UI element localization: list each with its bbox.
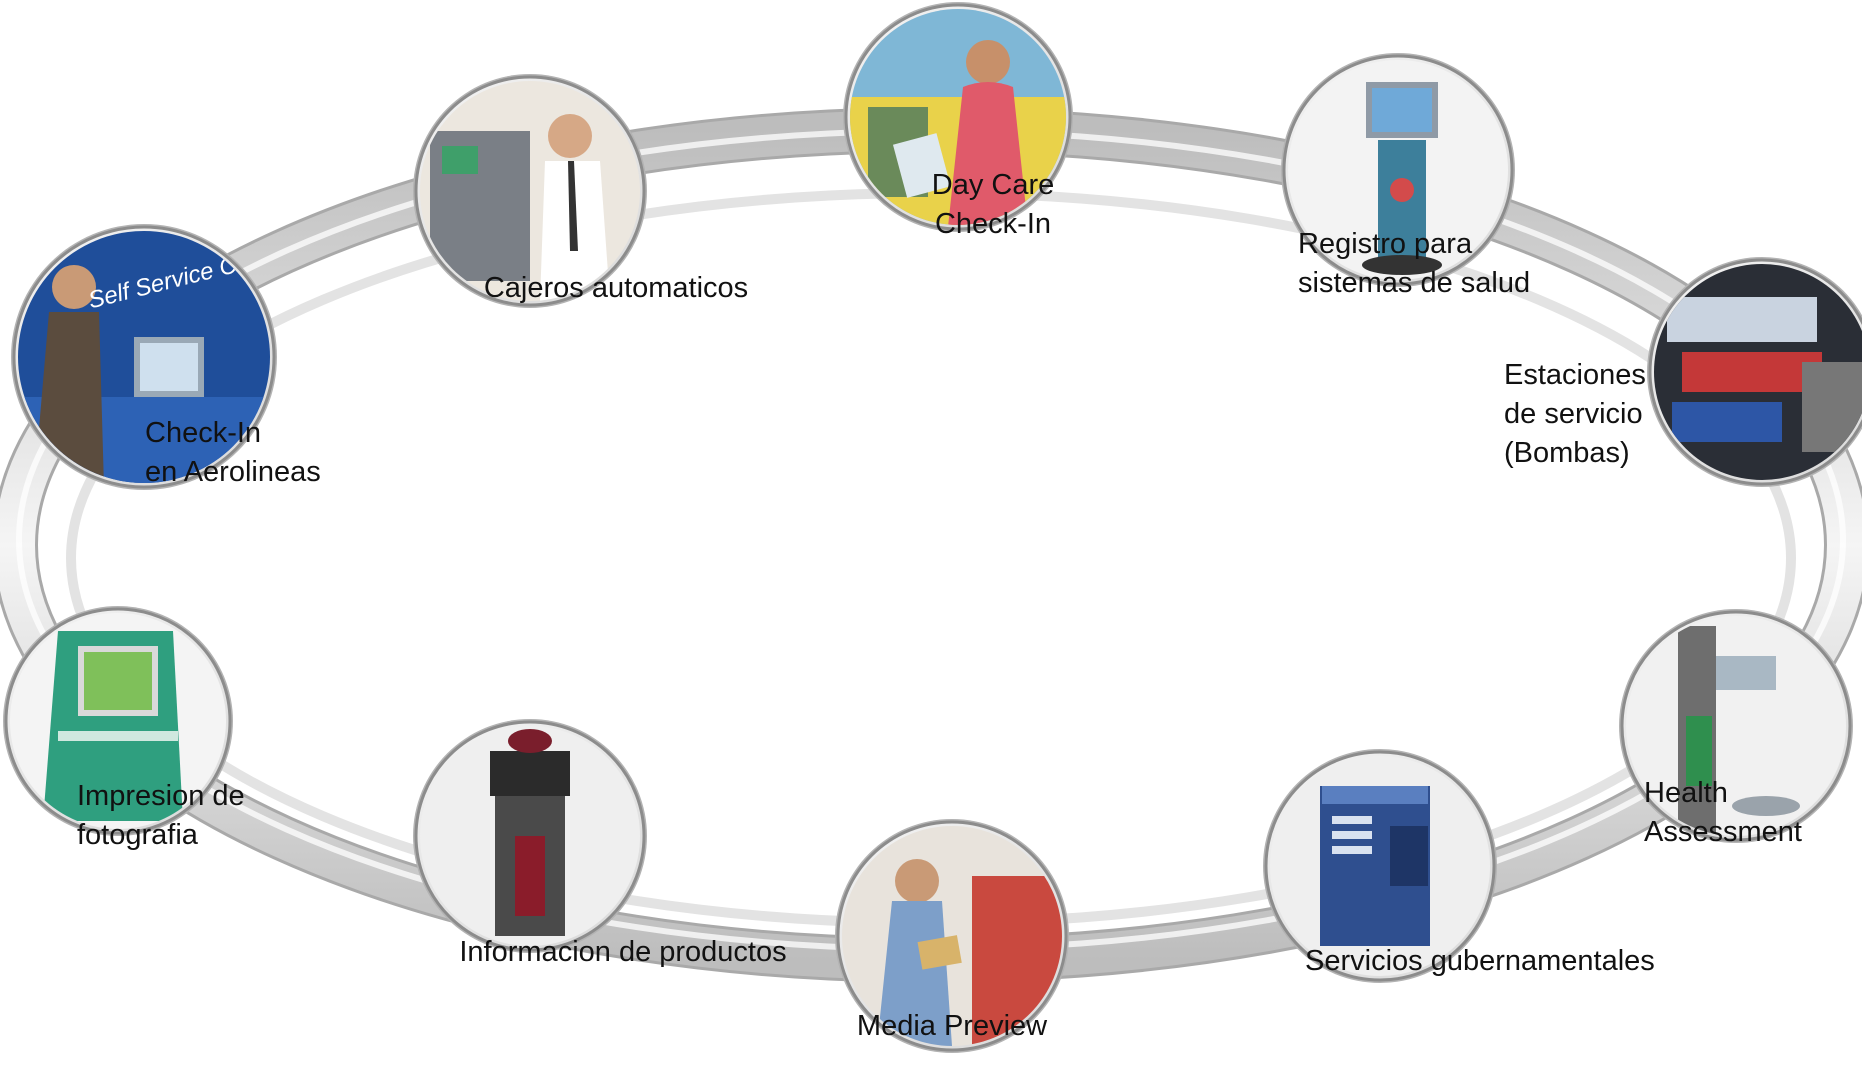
node-photo-printing bbox=[3, 606, 233, 836]
label-health-registration: Registro para sistemas de salud bbox=[1298, 228, 1531, 299]
label-photo-printing: Impresion de fotografia bbox=[77, 780, 245, 851]
node-product-information bbox=[413, 719, 647, 953]
node-media-preview bbox=[835, 819, 1069, 1053]
health-assessment-kiosk-photo bbox=[1626, 616, 1846, 836]
node-atm bbox=[413, 74, 647, 308]
node-health-registration bbox=[1281, 53, 1515, 287]
photo-printing-kiosk-photo bbox=[10, 613, 226, 829]
postal-kiosk-photo bbox=[1270, 756, 1490, 976]
wine-product-kiosk-photo bbox=[420, 726, 640, 946]
node-government-services bbox=[1263, 749, 1497, 983]
label-health-assessment: Health Assessment bbox=[1644, 777, 1802, 848]
label-day-care: Day Care Check-In bbox=[931, 169, 1055, 240]
node-service-stations bbox=[1647, 257, 1862, 487]
node-health-assessment bbox=[1619, 609, 1853, 843]
fuel-pump-photo bbox=[1654, 264, 1862, 480]
label-atm: Cajeros automaticos bbox=[483, 272, 749, 304]
label-government-services: Servicios gubernamentales bbox=[1305, 945, 1655, 977]
label-service-stations: Estaciones de servicio (Bombas) bbox=[1504, 359, 1646, 469]
atm-photo bbox=[420, 81, 640, 301]
node-day-care bbox=[843, 2, 1073, 232]
label-media-preview: Media Preview bbox=[856, 1010, 1048, 1042]
airline-self-service-kiosk-photo bbox=[18, 231, 270, 483]
label-product-information: Informacion de productos bbox=[459, 936, 787, 968]
node-airline-check-in: Self Service Check-i bbox=[11, 224, 297, 490]
health-registration-kiosk-photo bbox=[1288, 60, 1508, 280]
label-airline-check-in: Check-In en Aerolineas bbox=[145, 417, 321, 488]
